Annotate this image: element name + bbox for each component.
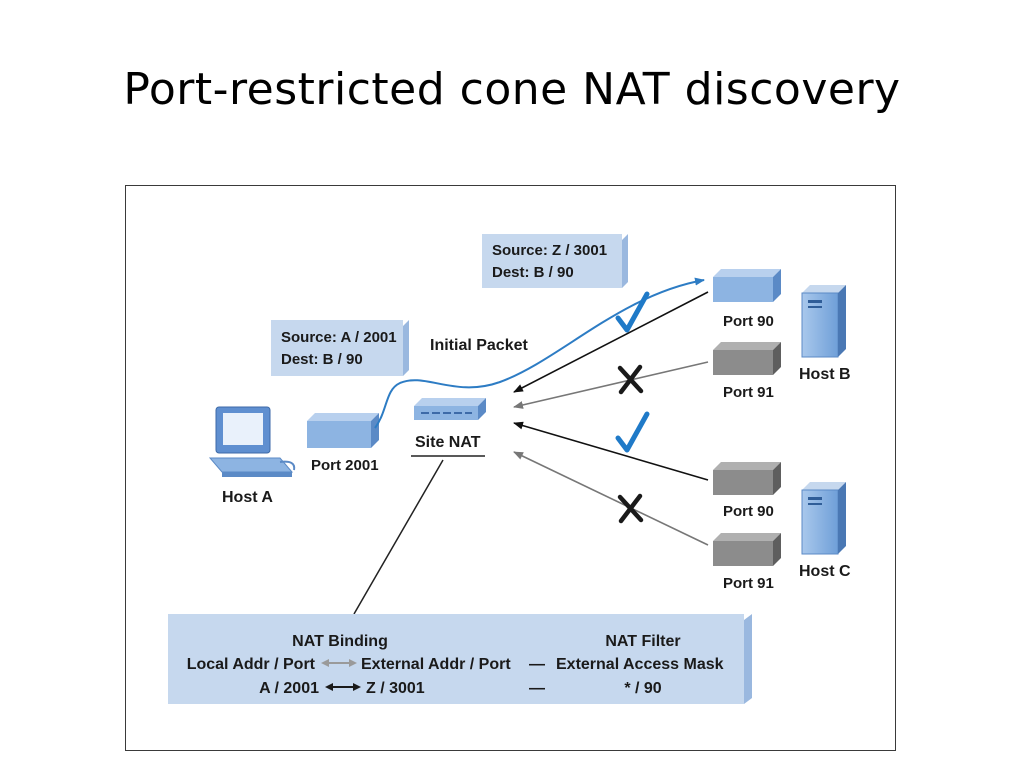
x-mark-icon (617, 493, 644, 524)
packet-a-label: Source: A / 2001 Dest: B / 90 (271, 320, 409, 376)
double-arrow-icon (325, 683, 361, 691)
host-b-port-91-label: Port 91 (723, 384, 774, 401)
host-c-port-90-box (713, 462, 781, 495)
nat-filter-header: NAT Filter (605, 633, 680, 650)
host-b-port-90-label: Port 90 (723, 313, 774, 330)
nat-table: NAT Binding NAT Filter Local Addr / Port… (168, 614, 752, 704)
external-addr-header: External Addr / Port (361, 656, 511, 673)
local-addr-header: Local Addr / Port (187, 656, 316, 673)
reply-arrow-c91 (513, 451, 709, 546)
packet-a-source: Source: A / 2001 (281, 329, 397, 346)
packet-z-dest: Dest: B / 90 (492, 264, 574, 281)
checkmark-icon (615, 291, 650, 333)
host-c-port-91-label: Port 91 (723, 575, 774, 592)
site-nat-label: Site NAT (415, 434, 481, 451)
reply-arrow-b90 (513, 291, 709, 393)
packet-z-label: Source: Z / 3001 Dest: B / 90 (482, 234, 628, 288)
host-c-label: Host C (799, 563, 851, 580)
host-c-port-91-box (713, 533, 781, 566)
reply-arrow-c90 (513, 421, 709, 481)
table-dash-1: — (529, 656, 545, 673)
nat-table-connector (353, 459, 444, 615)
reply-arrow-b91 (513, 361, 709, 409)
packet-a-dest: Dest: B / 90 (281, 351, 363, 368)
server-tower-icon (801, 285, 846, 358)
nat-binding-header: NAT Binding (292, 633, 388, 650)
row-local-addr: A / 2001 (259, 680, 319, 697)
port-2001-box (307, 413, 379, 448)
host-a-label: Host A (222, 489, 273, 506)
port-2001-label: Port 2001 (311, 457, 379, 474)
access-mask-header: External Access Mask (556, 656, 724, 673)
row-external-addr: Z / 3001 (366, 680, 425, 697)
host-b-port-91-box (713, 342, 781, 375)
x-mark-icon (617, 364, 644, 395)
packet-z-source: Source: Z / 3001 (492, 242, 607, 259)
server-tower-icon (801, 482, 846, 555)
router-icon (414, 398, 486, 420)
row-access-mask: * / 90 (624, 680, 661, 697)
slide-title: Port-restricted cone NAT discovery (123, 64, 901, 115)
host-b-port-90-box (713, 269, 781, 302)
host-b-label: Host B (799, 366, 851, 383)
initial-packet-path (374, 277, 705, 429)
checkmark-icon (615, 411, 650, 453)
double-arrow-icon (321, 659, 357, 667)
desktop-computer-icon (208, 406, 296, 477)
table-dash-2: — (529, 680, 545, 697)
host-c-port-90-label: Port 90 (723, 503, 774, 520)
initial-packet-label: Initial Packet (430, 337, 528, 354)
